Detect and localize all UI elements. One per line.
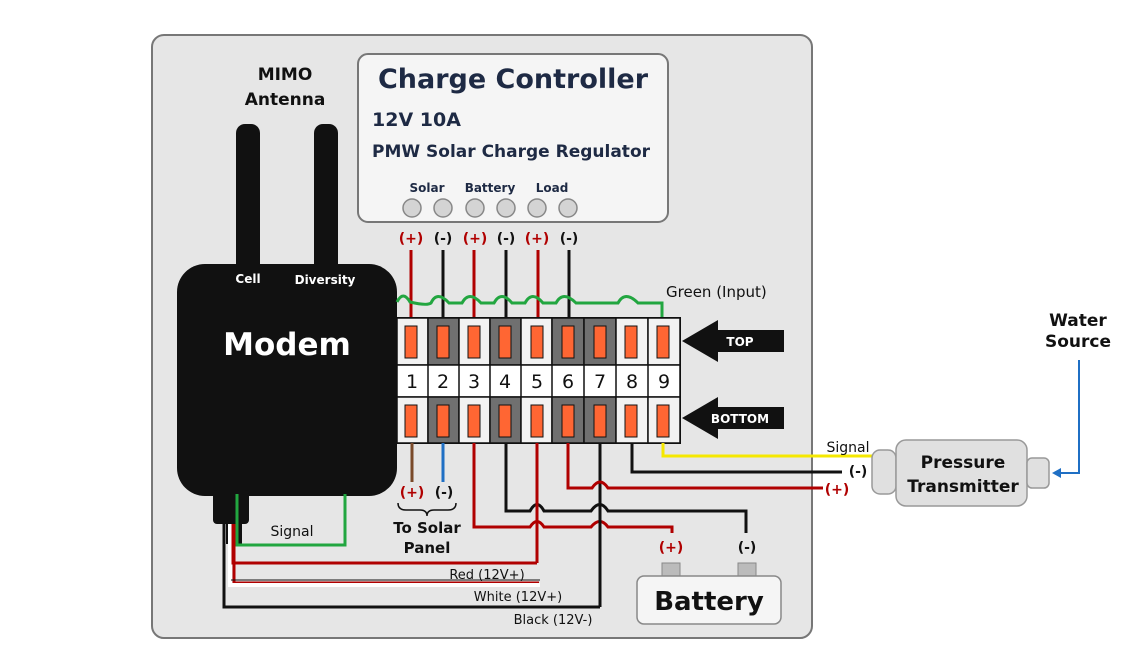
sensor-minus-label: (-)	[849, 464, 868, 480]
solar-label-2: Panel	[404, 539, 451, 557]
controller-group-load: Load	[536, 181, 569, 195]
terminal-number: 6	[562, 371, 574, 393]
polarity-label: (+)	[399, 231, 424, 247]
sensor-plus-wire	[566, 443, 823, 490]
port-battery-minus	[496, 198, 516, 218]
battery-minus-wire	[504, 443, 748, 533]
antenna-label-2: Antenna	[245, 90, 326, 110]
controller-ports	[402, 198, 578, 218]
controller-rating: 12V 10A	[372, 109, 461, 131]
terminal-number: 7	[594, 371, 606, 393]
sensor-plus-label: (+)	[825, 482, 850, 498]
charge-controller-box	[357, 53, 669, 223]
polarity-label: (-)	[497, 231, 516, 247]
white-power-wire	[228, 524, 540, 587]
solar-label-1: To Solar	[393, 519, 461, 537]
cell-label: Cell	[235, 272, 260, 286]
port-battery-plus	[465, 198, 485, 218]
modem-signal-wire	[235, 494, 347, 547]
polarity-label: (-)	[434, 231, 453, 247]
controller-subtitle: PMW Solar Charge Regulator	[372, 142, 651, 162]
polarity-label: (+)	[463, 231, 488, 247]
terminal-number: 9	[658, 371, 670, 393]
top-arrow-label: TOP	[726, 335, 753, 349]
terminal-block: 1 2 3 4 5 6 7 8 9	[396, 317, 681, 444]
terminal-top-clips	[404, 325, 670, 359]
controller-title: Charge Controller	[378, 64, 649, 95]
port-solar-minus	[433, 198, 453, 218]
green-input-label: Green (Input)	[666, 283, 767, 301]
red-wire-upper	[231, 524, 537, 565]
antenna-label-1: MIMO	[258, 65, 313, 85]
sensor-signal-wire	[661, 443, 875, 458]
pressure-label-2: Transmitter	[907, 477, 1019, 497]
battery-plus-label: (+)	[659, 540, 684, 556]
water-label-2: Source	[1045, 332, 1111, 352]
terminal-number-row	[396, 364, 681, 398]
pressure-cable-gland	[871, 449, 897, 495]
black-power-wire	[222, 524, 600, 609]
sensor-minus-wire	[630, 443, 842, 474]
terminal-number: 5	[531, 371, 543, 393]
top-arrow	[682, 320, 784, 362]
pressure-port	[1026, 457, 1050, 489]
bottom-arrow	[682, 397, 784, 439]
modem-body	[177, 264, 397, 496]
terminal-bottom-row	[396, 396, 681, 444]
water-line	[1058, 360, 1080, 474]
bottom-arrow-label: BOTTOM	[711, 412, 769, 426]
battery-minus-label: (-)	[738, 540, 757, 556]
terminal-number: 8	[626, 371, 638, 393]
modem-label: Modem	[223, 327, 351, 363]
terminal-number: 3	[468, 371, 480, 393]
modem-connector	[213, 490, 249, 524]
terminal-number: 2	[437, 371, 449, 393]
black-wire-label: Black (12V-)	[514, 613, 593, 628]
port-load-plus	[527, 198, 547, 218]
water-arrowhead	[1052, 468, 1061, 478]
red-wire-label: Red (12V+)	[449, 568, 524, 583]
terminal-number-dividers	[427, 365, 649, 397]
pressure-label-1: Pressure	[921, 453, 1006, 473]
signal-label-sensor: Signal	[826, 440, 869, 456]
terminal-bottom-clips	[404, 404, 670, 438]
water-label-1: Water	[1049, 311, 1107, 331]
solar-bracket	[397, 502, 457, 517]
terminal-number: 1	[406, 371, 418, 393]
diversity-label: Diversity	[295, 273, 356, 287]
battery-label: Battery	[654, 587, 764, 617]
solar-plus-label: (+)	[400, 485, 425, 501]
antenna-diversity	[314, 124, 338, 284]
polarity-label: (+)	[525, 231, 550, 247]
battery-body	[636, 575, 782, 625]
controller-group-battery: Battery	[465, 181, 516, 195]
signal-label-modem: Signal	[270, 524, 313, 540]
solar-minus-label: (-)	[435, 485, 454, 501]
port-solar-plus	[402, 198, 422, 218]
port-load-minus	[558, 198, 578, 218]
white-wire-label: White (12V+)	[474, 590, 562, 605]
green-input-wire	[395, 294, 664, 318]
polarity-label: (-)	[560, 231, 579, 247]
battery-terminal-minus	[737, 562, 757, 578]
antenna-cell	[236, 124, 260, 284]
battery-plus-wire	[472, 443, 674, 533]
controller-group-solar: Solar	[409, 181, 444, 195]
terminal-number: 4	[499, 371, 511, 393]
battery-terminal-plus	[661, 562, 681, 578]
